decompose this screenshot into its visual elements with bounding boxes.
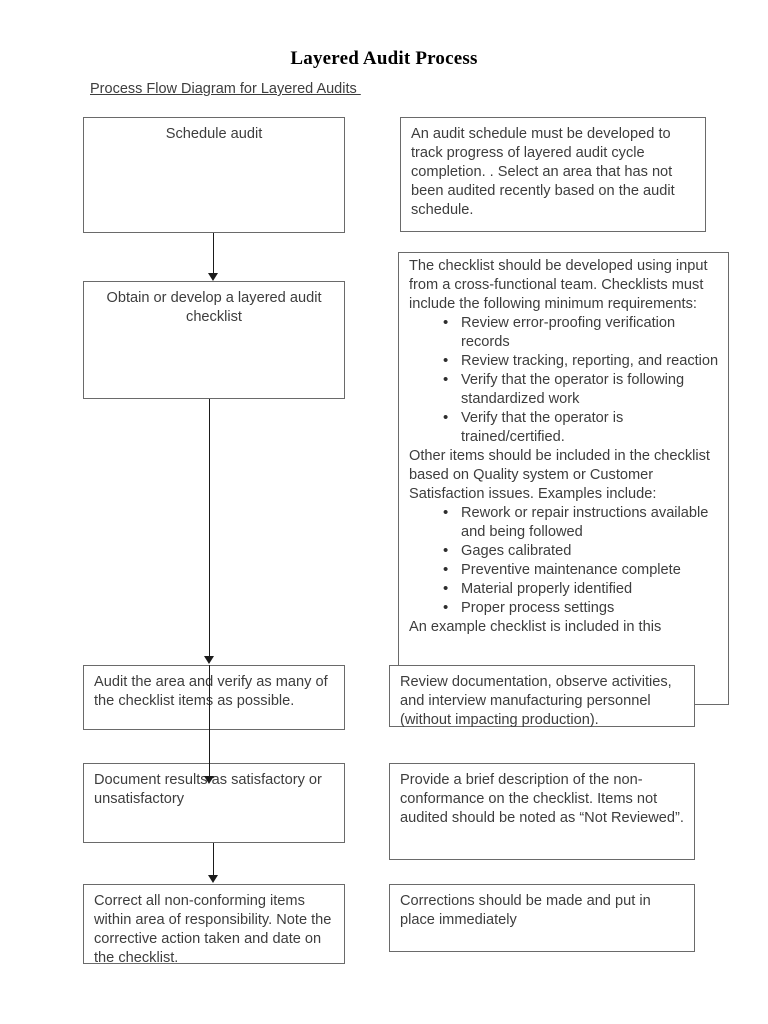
list-item: Verify that the operator is following st…	[443, 370, 719, 409]
checklist-minimum-requirements: Review error-proofing verification recor…	[409, 313, 719, 447]
list-item: Proper process settings	[443, 598, 719, 618]
process-box-obtain-checklist[interactable]: Obtain or develop a layered audit checkl…	[83, 281, 345, 399]
connector-document-to-correct-line	[213, 843, 214, 877]
connector-audit-to-document-line	[209, 665, 210, 778]
process-box-audit-area[interactable]: Audit the area and verify as many of the…	[83, 665, 345, 730]
description-box-document-results: Provide a brief description of the non-c…	[389, 763, 695, 860]
list-item: Verify that the operator is trained/cert…	[443, 408, 719, 447]
list-item: Review tracking, reporting, and reaction	[443, 351, 719, 371]
process-box-label: Correct all non-conforming items within …	[94, 893, 332, 966]
list-item: Review error-proofing verification recor…	[443, 313, 719, 352]
process-box-correct-nonconforming[interactable]: Correct all non-conforming items within …	[83, 884, 345, 966]
diagram-subtitle: Process Flow Diagram for Layered Audits	[90, 81, 361, 97]
description-box-audit-area: Review documentation, observe activities…	[389, 665, 695, 728]
page-title: Layered Audit Process	[290, 48, 478, 69]
description-text: Corrections should be made and put in pl…	[400, 893, 651, 928]
list-item: Preventive maintenance complete	[443, 560, 719, 580]
connector-audit-to-document-arrow-icon	[204, 776, 214, 784]
description-box-checklist: The checklist should be developed using …	[398, 252, 729, 705]
connector-document-to-correct-arrow-icon	[208, 875, 218, 883]
process-box-schedule-audit[interactable]: Schedule audit	[83, 117, 345, 233]
process-box-document-results[interactable]: Document results as satisfactory or unsa…	[83, 763, 345, 843]
checklist-clipped-tail: An example checklist is included in this	[409, 619, 662, 635]
description-text: The checklist should be developed using …	[409, 257, 719, 705]
description-text: Provide a brief description of the non-c…	[400, 772, 684, 826]
description-box-schedule-audit: An audit schedule must be developed to t…	[400, 117, 706, 232]
process-box-label: Obtain or develop a layered audit checkl…	[106, 290, 322, 325]
process-box-label: Document results as satisfactory or unsa…	[94, 772, 322, 807]
list-item: Rework or repair instructions available …	[443, 503, 719, 542]
list-item: Gages calibrated	[443, 541, 719, 561]
process-box-label: Schedule audit	[165, 126, 263, 142]
description-text: An audit schedule must be developed to t…	[411, 126, 675, 218]
list-item: Material properly identified	[443, 579, 719, 599]
description-text: Review documentation, observe activities…	[400, 674, 672, 728]
connector-checklist-to-audit-line	[209, 399, 210, 658]
checklist-examples: Rework or repair instructions available …	[409, 503, 719, 618]
description-box-corrections: Corrections should be made and put in pl…	[389, 884, 695, 952]
process-box-label: Audit the area and verify as many of the…	[94, 674, 328, 709]
checklist-intro: The checklist should be developed using …	[409, 258, 708, 312]
connector-schedule-to-checklist-line	[213, 233, 214, 275]
connector-checklist-to-audit-arrow-icon	[204, 656, 214, 664]
connector-schedule-to-checklist-arrow-icon	[208, 273, 218, 281]
checklist-middle: Other items should be included in the ch…	[409, 448, 710, 502]
